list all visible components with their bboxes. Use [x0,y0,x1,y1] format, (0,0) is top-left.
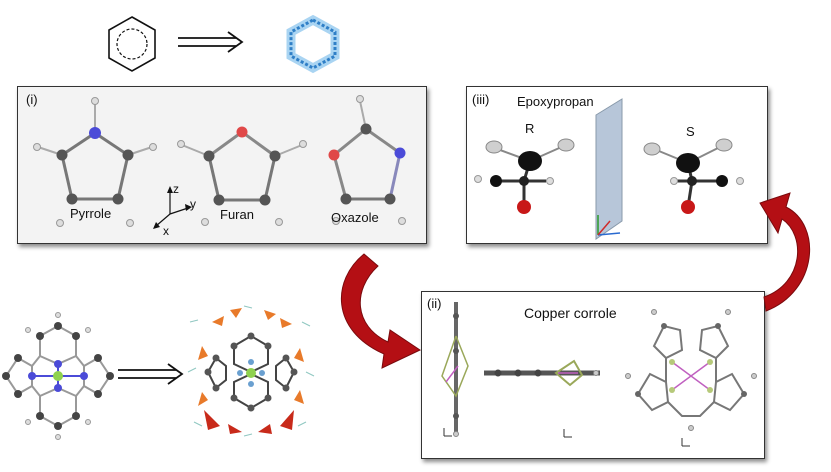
corrole-top-view [625,309,757,447]
epoxypropan-r-molecule [474,138,575,214]
corrole-side-view-1 [441,302,469,437]
ring-current-icon [286,14,340,74]
molecule-label-pyrrole: Pyrrole [70,206,112,221]
molecule-label-oxazole: Oxazole [331,210,379,225]
copper-porphyrin-molecule [2,312,114,440]
porphyrin-current-density-map [187,305,315,437]
axis-label-x: x [163,224,169,238]
corrole-side-view-2 [484,359,600,438]
panel-title: Copper corrole [524,305,617,321]
axis-label-y: y [190,197,196,211]
pyrrole-molecule [33,97,157,227]
molecule-label-furan: Furan [220,207,254,222]
axis-label-z: z [173,182,179,196]
panel-heterocycles [17,86,427,244]
coordinate-axes-icon [153,186,192,229]
curved-arrow-to-iii [759,192,810,312]
curved-arrow-to-ii [340,253,422,369]
panel-title: Epoxypropan [517,94,594,109]
enantiomer-label-r: R [525,121,535,136]
furan-molecule [177,126,307,226]
epoxypropan-s-molecule [643,138,744,214]
double-arrow-bottom [118,363,184,385]
double-arrow-top [178,31,244,53]
panel-tag: (iii) [472,92,490,107]
enantiomer-label-s: S [686,124,695,139]
panel-tag: (ii) [427,296,442,311]
panel-tag: (i) [26,92,38,107]
mirror-plane [595,98,623,240]
benzene-ring-icon [108,16,156,72]
oxazole-molecule [328,95,406,225]
